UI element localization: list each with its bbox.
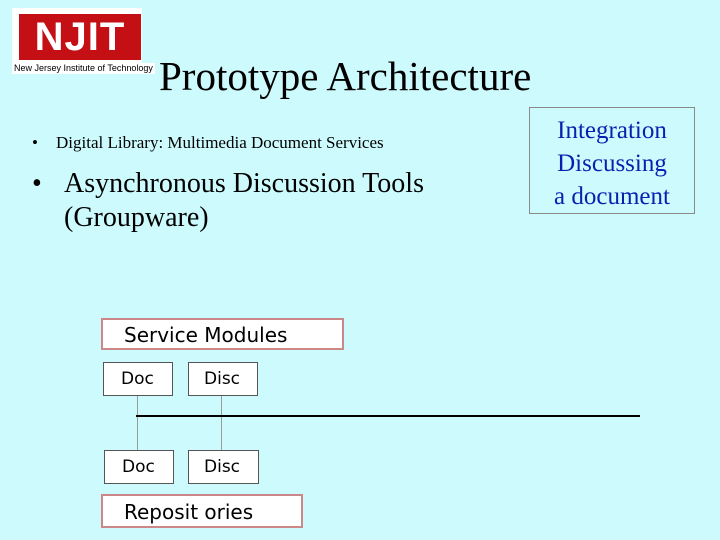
slide-title: Prototype Architecture [159,53,532,99]
bus-line [136,415,640,417]
njit-logo: NJIT New Jersey Institute of Technology [12,8,155,74]
integration-line: Discussing [557,150,667,177]
bullet-text: Asynchronous Discussion Tools [64,168,424,199]
disc-module-bottom: Disc [188,450,259,484]
integration-line: Integration [557,117,667,144]
integration-line: a document [554,183,670,210]
bullet-item: • Asynchronous Discussion Tools (Groupwar… [32,167,424,235]
doc-module-top: Doc [103,362,173,396]
service-modules-box: Service Modules [101,318,344,350]
connector-line [137,396,138,450]
logo-wordmark: NJIT [19,14,141,60]
integration-box: Integration Discussing a document [529,107,695,214]
repositories-box: Reposit ories [101,494,303,528]
bullet-marker: • [32,133,38,152]
bullet-item: • Digital Library: Multimedia Document Se… [32,132,384,154]
logo-subtitle: New Jersey Institute of Technology [12,63,155,74]
doc-module-bottom: Doc [104,450,174,484]
bullet-text-continuation: (Groupware) [64,202,209,233]
bullet-text: Digital Library: Multimedia Document Ser… [56,133,384,152]
connector-line [221,396,222,450]
bullet-marker: • [32,168,42,199]
disc-module-top: Disc [188,362,258,396]
